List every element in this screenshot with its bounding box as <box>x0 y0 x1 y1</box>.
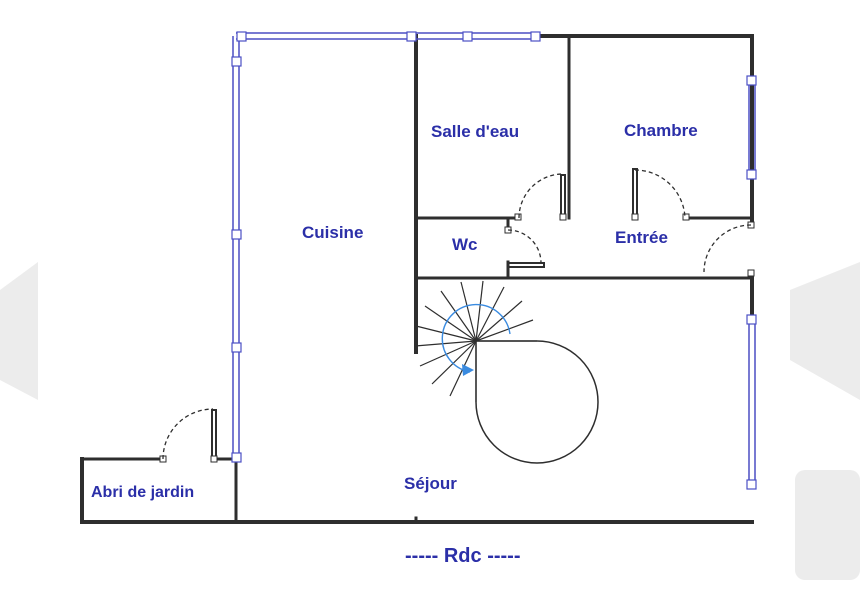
door-swing-icon <box>703 224 752 273</box>
door-swing-icon <box>162 408 214 460</box>
door-swing-icon <box>507 229 542 264</box>
door-swing-icon <box>634 169 686 219</box>
room-label-salle-deau: Salle d'eau <box>431 122 520 141</box>
room-label-chambre: Chambre <box>624 121 698 140</box>
windows <box>232 32 756 485</box>
watermark-logo <box>0 262 860 580</box>
window-nodes <box>231 31 757 490</box>
walls <box>80 34 754 524</box>
room-label-sejour: Séjour <box>404 474 457 493</box>
room-label-wc: Wc <box>452 235 478 254</box>
room-label-cuisine: Cuisine <box>302 223 364 242</box>
room-label-entree: Entrée <box>615 228 668 247</box>
door-swings <box>162 169 752 460</box>
spiral-staircase-icon <box>414 280 599 464</box>
room-label-abri-de-jardin: Abri de jardin <box>91 484 195 501</box>
floor-label: ----- Rdc ----- <box>405 545 521 567</box>
door-swing-icon <box>518 173 564 219</box>
